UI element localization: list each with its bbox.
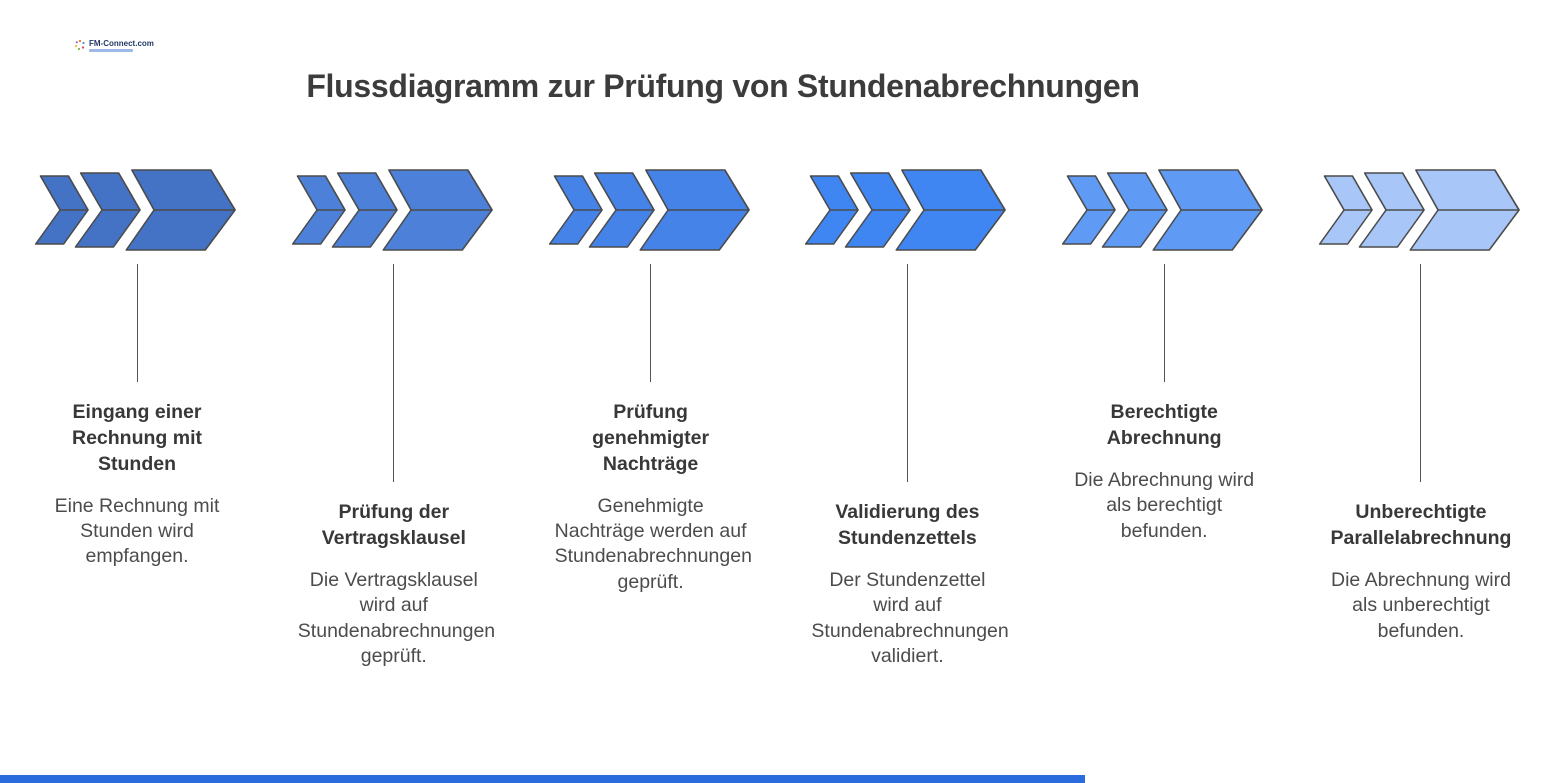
step-title: Berechtigte Abrechnung (1106, 401, 1222, 449)
connector-line (1420, 264, 1422, 482)
step-column-2: Prüfung der Vertragsklausel Die Vertrags… (285, 168, 503, 669)
chevron-arrows-icon (1062, 169, 1264, 251)
chevron-arrows-icon (548, 169, 750, 251)
step-description: Der Stundenzettel wird auf Stundenabrech… (811, 568, 1009, 667)
step-column-5: Berechtigte Abrechnung Die Abrechnung wi… (1055, 168, 1273, 669)
step-description: Genehmigte Nachträge werden auf Stundena… (554, 494, 752, 593)
step-title: Prüfung genehmigter Nachträge (592, 401, 710, 475)
chevron-arrows-icon (291, 169, 493, 251)
step-column-3: Prüfung genehmigter Nachträge Genehmigte… (542, 168, 760, 669)
connector-line (136, 264, 138, 382)
step-column-6: Unberechtigte Parallelabrechnung Die Abr… (1312, 168, 1530, 669)
logo: FM-Connect.com (74, 39, 154, 52)
step-column-1: Eingang einer Rechnung mit Stunden Eine … (28, 168, 246, 669)
step-description: Eine Rechnung mit Stunden wird empfangen… (54, 494, 220, 568)
step-title: Unberechtigte Parallelabrechnung (1330, 501, 1512, 549)
step-description: Die Abrechnung wird als unberechtigt bef… (1331, 568, 1511, 642)
logo-starburst-icon (74, 39, 85, 51)
logo-text: FM-Connect.com (89, 39, 154, 48)
connector-line (906, 264, 908, 482)
connector-line (1163, 264, 1165, 382)
chevron-arrows-icon (805, 169, 1007, 251)
connector-line (650, 264, 652, 382)
step-title: Validierung des Stundenzettels (835, 501, 980, 549)
chevron-arrows-icon (1318, 169, 1520, 251)
bottom-accent-bar (0, 775, 1085, 783)
title-bar: Flussdiagramm zur Prüfung von Stundenabr… (0, 68, 1446, 105)
step-column-4: Validierung des Stundenzettels Der Stund… (798, 168, 1016, 669)
step-description: Die Vertragsklausel wird auf Stundenabre… (297, 568, 496, 667)
page-title: Flussdiagramm zur Prüfung von Stundenabr… (306, 68, 1140, 104)
step-title: Eingang einer Rechnung mit Stunden (72, 401, 202, 475)
logo-tagline (89, 49, 133, 52)
connector-line (393, 264, 395, 482)
chevron-arrows-icon (34, 169, 236, 251)
flow-steps: Eingang einer Rechnung mit Stunden Eine … (28, 168, 1530, 669)
step-description: Die Abrechnung wird als berechtigt befun… (1074, 468, 1255, 542)
step-title: Prüfung der Vertragsklausel (321, 501, 466, 549)
